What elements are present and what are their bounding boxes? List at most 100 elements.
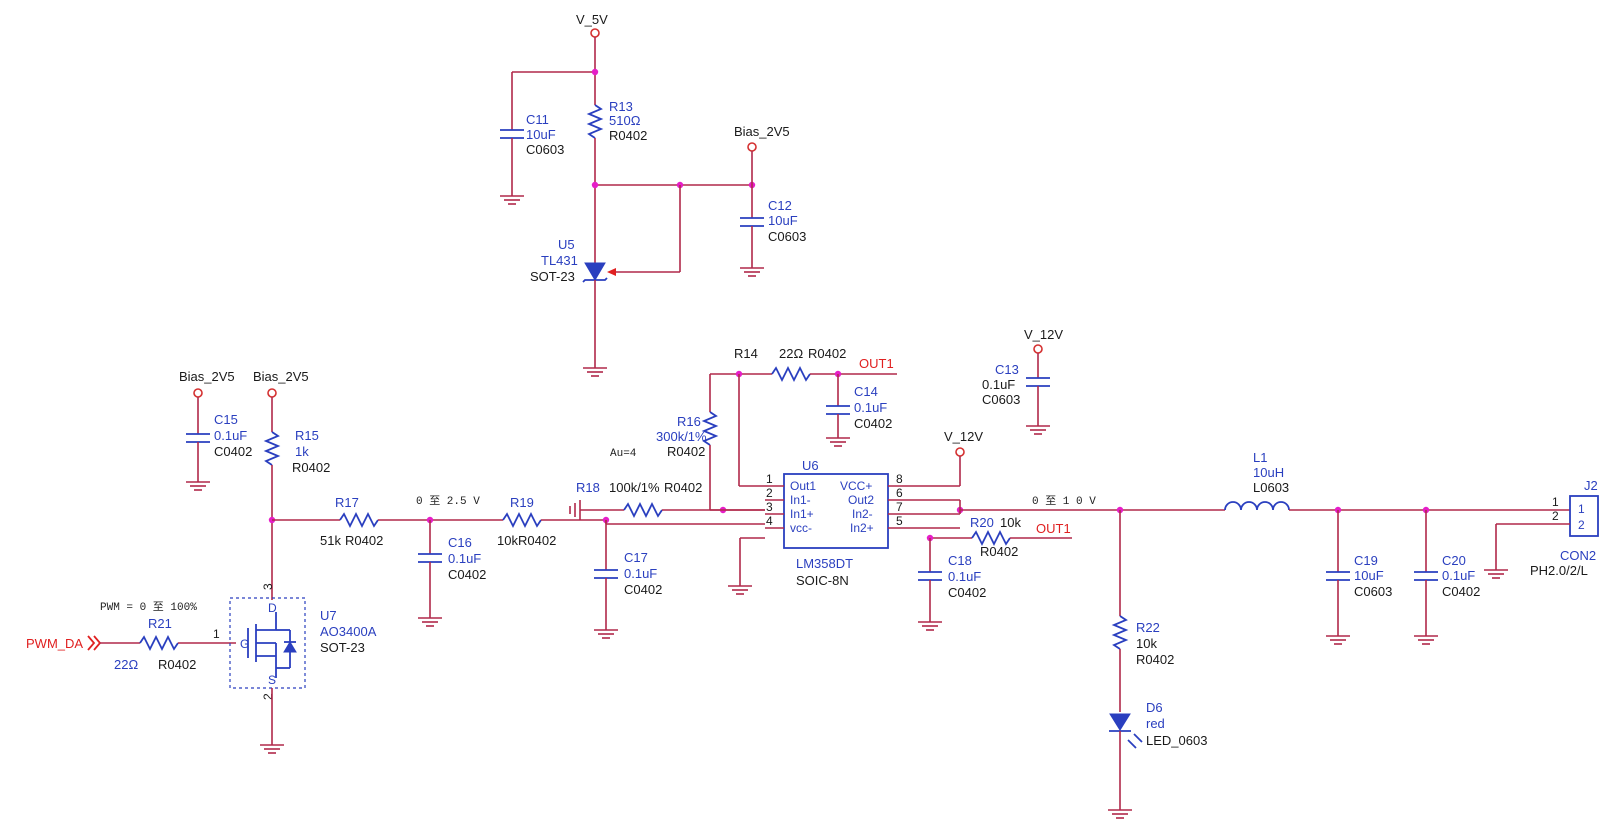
svg-text:51k: 51k — [320, 533, 341, 548]
svg-text:LED_0603: LED_0603 — [1146, 733, 1207, 748]
svg-text:C0603: C0603 — [982, 392, 1020, 407]
svg-text:0.1uF: 0.1uF — [1442, 568, 1475, 583]
u7-label: U7 AO3400A SOT-23 — [320, 608, 377, 655]
resistor-r14 — [771, 365, 811, 383]
svg-text:4: 4 — [766, 514, 773, 528]
svg-text:In1-: In1- — [790, 493, 811, 507]
svg-text:10uF: 10uF — [1354, 568, 1384, 583]
c20-label: C20 0.1uF C0402 — [1442, 553, 1480, 599]
r19-label: R19 10k R0402 — [497, 495, 556, 548]
r16-label: R16 300k/1% R0402 — [656, 414, 707, 459]
c13-label: C13 0.1uF C0603 — [982, 362, 1020, 407]
svg-text:0.1uF: 0.1uF — [214, 428, 247, 443]
led-d6 — [1109, 713, 1131, 731]
d6-label: D6 red LED_0603 — [1146, 700, 1207, 748]
power-port-v5 — [590, 28, 600, 38]
r20-label: R20 10k R0402 — [970, 515, 1021, 559]
svg-text:TL431: TL431 — [541, 253, 578, 268]
net-label-out1-a: OUT1 — [859, 356, 894, 371]
resistor-r21 — [139, 634, 179, 652]
resistor-r19 — [502, 511, 542, 529]
svg-text:R18: R18 — [576, 480, 600, 495]
svg-text:10uF: 10uF — [526, 127, 556, 142]
net-label-out1-b: OUT1 — [1036, 521, 1071, 536]
net-label-bias-top: Bias_2V5 — [734, 124, 790, 139]
svg-text:510Ω: 510Ω — [609, 113, 641, 128]
svg-text:0.1uF: 0.1uF — [624, 566, 657, 581]
c14-label: C14 0.1uF C0402 — [854, 384, 892, 431]
note-v-range-2: 0 至 1 0 V — [1032, 495, 1096, 508]
output-section: 0 至 1 0 V R20 10k R0402 OUT1 C18 0.1uF C… — [917, 450, 1599, 819]
svg-text:R0402: R0402 — [345, 533, 383, 548]
svg-text:1: 1 — [1552, 495, 1559, 509]
r22-label: R22 10k R0402 — [1136, 620, 1174, 667]
resistor-r17 — [339, 511, 379, 529]
c12-label: C12 10uF C0603 — [768, 198, 806, 244]
svg-text:5: 5 — [896, 514, 903, 528]
svg-text:R0402: R0402 — [1136, 652, 1174, 667]
svg-text:U5: U5 — [558, 237, 575, 252]
svg-text:8: 8 — [896, 472, 903, 486]
junction-dot — [591, 68, 599, 76]
svg-text:C0603: C0603 — [768, 229, 806, 244]
svg-text:C0402: C0402 — [448, 567, 486, 582]
resistor-r20 — [971, 529, 1011, 547]
r14-value: 22Ω — [779, 346, 803, 361]
svg-text:6: 6 — [896, 486, 903, 500]
svg-text:R0402: R0402 — [667, 444, 705, 459]
svg-text:1: 1 — [766, 472, 773, 486]
r14-pkg: R0402 — [808, 346, 846, 361]
svg-text:10uF: 10uF — [768, 213, 798, 228]
svg-text:1k: 1k — [295, 444, 309, 459]
svg-text:R15: R15 — [295, 428, 319, 443]
c16-label: C16 0.1uF C0402 — [448, 535, 486, 582]
svg-text:0.1uF: 0.1uF — [854, 400, 887, 415]
c17-label: C17 0.1uF C0402 — [624, 550, 662, 597]
c18-label: C18 0.1uF C0402 — [948, 553, 986, 600]
u5-label: U5 TL431 SOT-23 — [530, 237, 578, 284]
svg-text:22Ω: 22Ω — [114, 657, 138, 672]
svg-text:C17: C17 — [624, 550, 648, 565]
resistor-r18 — [623, 501, 663, 519]
svg-text:G: G — [240, 637, 249, 651]
r18-label: R18 100k/1% R0402 — [576, 480, 702, 495]
u6-value: LM358DT — [796, 556, 853, 571]
svg-text:3: 3 — [766, 500, 773, 514]
svg-text:R22: R22 — [1136, 620, 1160, 635]
svg-text:D: D — [268, 601, 277, 615]
u7-mosfet-box — [229, 597, 306, 689]
resistor-r15 — [263, 431, 281, 466]
svg-text:red: red — [1146, 716, 1165, 731]
svg-text:0.1uF: 0.1uF — [448, 551, 481, 566]
j2-label: J2 CON2 PH2.0/2/L — [1530, 478, 1598, 578]
svg-text:C0402: C0402 — [854, 416, 892, 431]
tl431-symbol — [584, 262, 606, 281]
svg-text:100k/1%: 100k/1% — [609, 480, 660, 495]
svg-text:R0402: R0402 — [980, 544, 1018, 559]
svg-text:SOT-23: SOT-23 — [320, 640, 365, 655]
c11-label: C11 10uF C0603 — [526, 112, 564, 157]
svg-text:C19: C19 — [1354, 553, 1378, 568]
net-label-v12-u6: V_12V — [944, 429, 983, 444]
svg-text:R21: R21 — [148, 616, 172, 631]
reference-section: V_5V C11 10uF C0603 R13 510Ω R0402 Bias_… — [499, 12, 806, 377]
input-bias-section: Bias_2V5 C15 0.1uF C0402 Bias_2V5 R15 1k… — [179, 369, 662, 639]
svg-text:3: 3 — [261, 583, 275, 590]
connector-j2 — [1569, 495, 1599, 537]
svg-text:C0603: C0603 — [526, 142, 564, 157]
svg-text:0.1uF: 0.1uF — [948, 569, 981, 584]
r13-label: R13 510Ω R0402 — [609, 99, 647, 143]
svg-text:PH2.0/2/L: PH2.0/2/L — [1530, 563, 1588, 578]
svg-text:C0402: C0402 — [1442, 584, 1480, 599]
svg-text:10uH: 10uH — [1253, 465, 1284, 480]
svg-text:7: 7 — [896, 500, 903, 514]
svg-text:2: 2 — [766, 486, 773, 500]
note-v-range-1: 0 至 2.5 V — [416, 495, 480, 508]
svg-text:R0402: R0402 — [292, 460, 330, 475]
svg-text:L0603: L0603 — [1253, 480, 1289, 495]
r15-label: R15 1k R0402 — [292, 428, 330, 475]
svg-text:10k: 10k — [497, 533, 518, 548]
svg-text:R0402: R0402 — [664, 480, 702, 495]
svg-text:AO3400A: AO3400A — [320, 624, 377, 639]
